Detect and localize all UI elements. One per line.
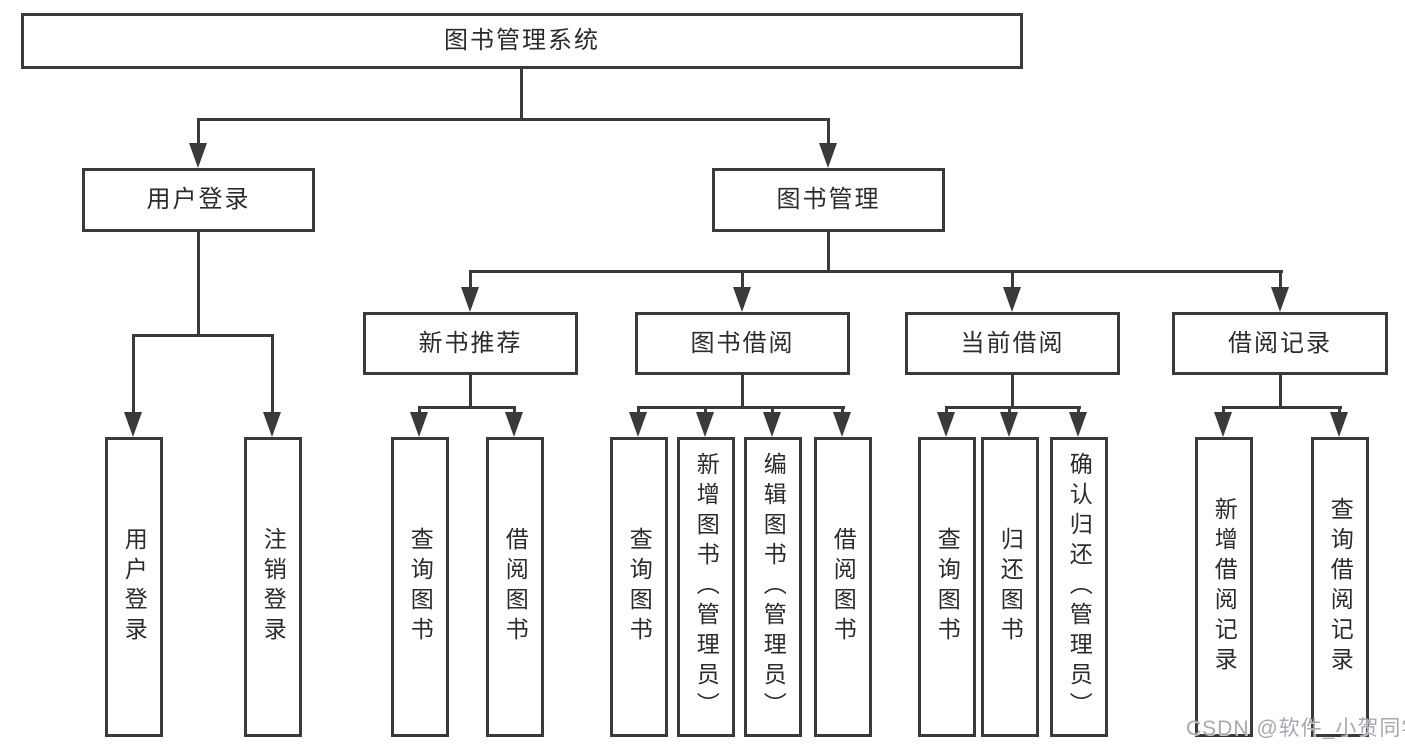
connector-borrow-record-stem [1279, 375, 1282, 408]
connector-current-borrow-drop [1011, 270, 1014, 288]
arrowhead-br-add [1214, 412, 1232, 437]
connector-cb-return-drop [1008, 406, 1011, 415]
connector-new-book-stem [469, 375, 472, 408]
node-book-management: 图书管理 [712, 168, 945, 232]
leaf-bb-add-books-admin-label: 新增图书（管理员） [693, 452, 720, 722]
connector-new-book-split [418, 406, 516, 409]
leaf-user-login: 用户登录 [105, 437, 163, 737]
connector-book-borrow-split [637, 406, 845, 409]
connector-level1-split [197, 118, 830, 121]
connector-book-mgmt-stem [827, 232, 830, 272]
connector-book-borrow-stem [741, 375, 744, 408]
arrowhead-current-borrow [1003, 287, 1021, 312]
connector-user-login-drop [197, 118, 200, 146]
arrowhead-br-query [1330, 412, 1348, 437]
leaf-br-add-record-label: 新增借阅记录 [1211, 497, 1238, 677]
arrowhead-new-book [461, 287, 479, 312]
arrowhead-borrow-record [1271, 287, 1289, 312]
connector-bb-edit-drop [771, 406, 774, 415]
leaf-nb-query-books: 查询图书 [391, 437, 449, 737]
arrowhead-book-borrow [733, 287, 751, 312]
leaf-nb-borrow-books: 借阅图书 [486, 437, 544, 737]
leaf-bb-query-books: 查询图书 [610, 437, 668, 737]
leaf-cb-query-books-label: 查询图书 [934, 527, 961, 647]
node-borrowing-records: 借阅记录 [1172, 312, 1388, 375]
connector-bb-add-drop [704, 406, 707, 415]
arrowhead-nb-borrow [505, 412, 523, 437]
arrowhead-logout-leaf [263, 412, 281, 437]
connector-cb-query-drop [945, 406, 948, 415]
arrowhead-user-login [189, 143, 207, 168]
node-new-book-recommend: 新书推荐 [363, 312, 578, 375]
csdn-watermark: CSDN @软件_小贺同学 [1186, 717, 1405, 740]
connector-book-borrow-drop [741, 270, 744, 288]
leaf-nb-borrow-books-label: 借阅图书 [502, 527, 529, 647]
connector-root-stem [520, 69, 523, 120]
arrowhead-login-leaf [124, 412, 142, 437]
connector-br-add-drop [1222, 406, 1225, 415]
connector-login-leaf-drop [132, 334, 135, 415]
connector-book-mgmt-drop [827, 118, 830, 146]
connector-new-book-drop [469, 270, 472, 288]
leaf-bb-query-books-label: 查询图书 [626, 527, 653, 647]
leaf-user-login-label: 用户登录 [121, 527, 148, 647]
connector-nb-query-drop [418, 406, 421, 415]
arrowhead-bb-add [696, 412, 714, 437]
leaf-nb-query-books-label: 查询图书 [407, 527, 434, 647]
leaf-bb-borrow-books: 借阅图书 [814, 437, 872, 737]
leaf-bb-add-books-admin: 新增图书（管理员） [677, 437, 735, 737]
connector-current-borrow-stem [1011, 375, 1014, 408]
connector-bb-borrow-drop [841, 406, 844, 415]
arrowhead-cb-confirm [1069, 412, 1087, 437]
connector-borrow-record-split [1222, 406, 1342, 409]
arrowhead-nb-query [410, 412, 428, 437]
arrowhead-cb-query [937, 412, 955, 437]
leaf-br-query-record: 查询借阅记录 [1311, 437, 1369, 737]
leaf-br-query-record-label: 查询借阅记录 [1327, 497, 1354, 677]
leaf-cb-return-books: 归还图书 [981, 437, 1039, 737]
leaf-br-add-record: 新增借阅记录 [1195, 437, 1253, 737]
connector-bb-query-drop [637, 406, 640, 415]
leaf-cb-query-books: 查询图书 [918, 437, 976, 737]
connector-logout-leaf-drop [271, 334, 274, 415]
arrowhead-book-mgmt [819, 143, 837, 168]
leaf-bb-edit-books-admin-label: 编辑图书（管理员） [760, 452, 787, 722]
arrowhead-bb-edit [763, 412, 781, 437]
connector-user-login-stem [197, 232, 200, 336]
node-book-borrowing: 图书借阅 [635, 312, 850, 375]
connector-borrow-record-drop [1279, 270, 1282, 288]
leaf-bb-edit-books-admin: 编辑图书（管理员） [744, 437, 802, 737]
leaf-cb-confirm-return-admin: 确认归还（管理员） [1050, 437, 1108, 737]
leaf-cb-return-books-label: 归还图书 [997, 527, 1024, 647]
node-user-login: 用户登录 [82, 168, 315, 232]
leaf-bb-borrow-books-label: 借阅图书 [830, 527, 857, 647]
leaf-cb-confirm-return-admin-label: 确认归还（管理员） [1066, 452, 1093, 722]
leaf-logout-label: 注销登录 [260, 527, 287, 647]
leaf-logout: 注销登录 [244, 437, 302, 737]
connector-cb-confirm-drop [1077, 406, 1080, 415]
arrowhead-bb-query [629, 412, 647, 437]
arrowhead-bb-borrow [833, 412, 851, 437]
connector-current-borrow-split [945, 406, 1081, 409]
connector-nb-borrow-drop [513, 406, 516, 415]
connector-book-mgmt-split [469, 270, 1283, 273]
connector-br-query-drop [1338, 406, 1341, 415]
node-root-system: 图书管理系统 [21, 13, 1023, 69]
connector-user-login-split [132, 334, 274, 337]
arrowhead-cb-return [1000, 412, 1018, 437]
node-current-borrowing: 当前借阅 [905, 312, 1120, 375]
